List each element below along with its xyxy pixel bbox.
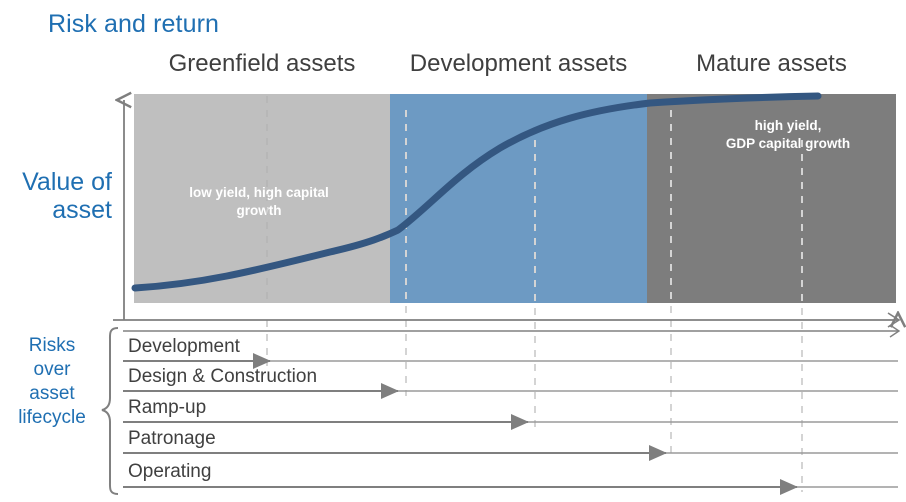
risks-brace <box>101 327 119 495</box>
greenfield-annotation-line1: low yield, high capital <box>189 185 329 200</box>
greenfield-annotation: low yield, high capital growth <box>135 184 383 220</box>
y-axis-label: Value of asset <box>0 168 112 225</box>
x-axis-arrowhead <box>887 312 901 328</box>
risks-label-line2: over <box>33 358 71 380</box>
phase-header-greenfield: Greenfield assets <box>168 50 356 77</box>
mature-annotation-line2: GDP capital growth <box>725 136 851 152</box>
risk-label-ramp-up: Ramp-up <box>128 397 207 418</box>
phase-header-development: Development assets <box>409 50 628 77</box>
risk-label-patronage: Patronage <box>128 428 216 449</box>
risk-label-operating: Operating <box>128 461 212 482</box>
risk-label-development: Development <box>128 336 240 357</box>
risk-arrows <box>123 353 798 495</box>
y-axis-label-line1: Value of <box>22 168 112 196</box>
band-mature <box>647 94 896 303</box>
dashed-guides <box>266 96 803 492</box>
risk-rule-top-arrow <box>889 324 901 338</box>
mature-annotation-line1: high yield, <box>754 118 822 133</box>
page-title: Risk and return <box>48 10 220 38</box>
y-axis-label-line2: asset <box>52 196 112 225</box>
greenfield-annotation-line2: growth <box>236 203 282 219</box>
value-curve <box>131 92 822 292</box>
risks-label-line4: lifecycle <box>18 406 86 428</box>
mature-annotation: high yield, GDP capital growth <box>688 117 888 153</box>
phase-header-mature: Mature assets <box>696 50 847 77</box>
risks-label-line1: Risks <box>28 335 76 356</box>
risks-label-line3: asset <box>29 382 75 404</box>
risks-lifecycle-label: Risks over asset lifecycle <box>0 334 104 430</box>
risk-label-design-construction: Design & Construction <box>128 366 318 387</box>
